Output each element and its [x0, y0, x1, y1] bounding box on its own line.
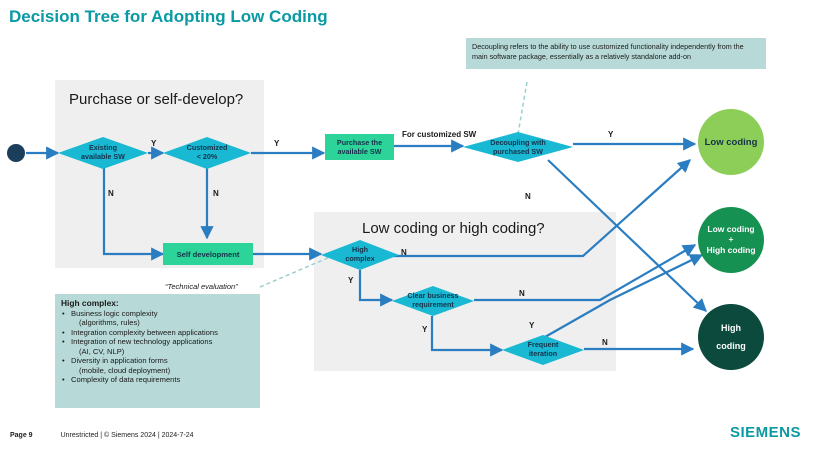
legend-item: Diversity in application forms(mobile, c…	[61, 356, 254, 375]
svg-text:requirement: requirement	[412, 300, 454, 309]
legend-item: Integration of new technology applicatio…	[61, 337, 254, 356]
svg-text:+: +	[729, 234, 734, 244]
decision-decoupling: Decoupling with purchased SW	[463, 132, 573, 162]
edge-label-n: N	[108, 189, 114, 198]
svg-text:Self development: Self development	[177, 250, 240, 259]
page-title: Decision Tree for Adopting Low Coding	[9, 7, 328, 26]
svg-text:Decoupling with: Decoupling with	[490, 138, 546, 147]
edge-highcomplex-low	[390, 159, 691, 258]
technical-evaluation-label: “Technical evaluation”	[165, 282, 238, 291]
svg-text:Existing: Existing	[89, 143, 117, 152]
svg-text:complex: complex	[345, 254, 374, 263]
siemens-logo: SIEMENS	[730, 424, 802, 441]
legend-item: Business logic complexity(algorithms, ru…	[61, 309, 254, 328]
tech-eval-connector	[259, 256, 331, 288]
edge-label-n: N	[602, 338, 608, 347]
svg-text:High: High	[352, 245, 368, 254]
svg-text:purchased SW: purchased SW	[493, 147, 543, 156]
svg-text:available SW: available SW	[338, 147, 382, 156]
svg-text:available SW: available SW	[81, 152, 125, 161]
edge-label-y: Y	[608, 130, 614, 139]
edge-highcomplex-clear	[358, 270, 394, 307]
decision-high-complex: High complex	[321, 240, 399, 270]
svg-text:Customized: Customized	[187, 143, 228, 152]
legend-item: Complexity of data requirements	[61, 375, 254, 385]
edge-label-n: N	[525, 192, 531, 201]
legend-heading: High complex:	[61, 298, 119, 308]
region-purchase-label: Purchase or self-develop?	[69, 91, 243, 108]
action-purchase-sw: Purchase the available SW	[325, 134, 394, 160]
edge-label-y: Y	[348, 276, 354, 285]
svg-text:Low coding: Low coding	[707, 224, 754, 234]
edge-label-n: N	[519, 289, 525, 298]
outcome-high-coding: High coding	[698, 304, 764, 370]
edge-label-for-customized: For customized SW	[402, 130, 477, 139]
edge-label-n: N	[213, 189, 219, 198]
decision-frequent-iteration: Frequent iteration	[502, 335, 584, 365]
edge-clear-mixed	[474, 244, 697, 302]
svg-text:High: High	[721, 323, 741, 333]
action-self-development: Self development	[163, 243, 253, 265]
edge-label-y: Y	[274, 139, 280, 148]
high-complex-legend: High complex: Business logic complexity(…	[55, 294, 260, 408]
svg-text:Clear business: Clear business	[407, 291, 458, 300]
decision-customized: Customized < 20%	[163, 137, 251, 169]
region-purchase	[55, 80, 264, 268]
svg-text:iteration: iteration	[529, 349, 557, 358]
decision-clear-requirement: Clear business requirement	[392, 286, 474, 316]
outcome-low-high-coding: Low coding + High coding	[698, 207, 764, 273]
footer: Page 9 Unrestricted | © Siemens 2024 | 20…	[10, 432, 194, 439]
start-node	[7, 144, 25, 162]
edge-existing-selfdev	[102, 166, 165, 261]
region-coding-label: Low coding or high coding?	[362, 220, 545, 237]
decoupling-note: Decoupling refers to the ability to use …	[466, 38, 766, 69]
svg-text:< 20%: < 20%	[197, 152, 218, 161]
edge-label-y: Y	[151, 139, 157, 148]
edge-label-y: Y	[529, 321, 535, 330]
note-connector	[517, 81, 528, 135]
page-number: Page 9	[10, 432, 33, 439]
footer-info: Unrestricted | © Siemens 2024 | 2024-7-2…	[60, 432, 194, 439]
svg-text:Frequent: Frequent	[528, 340, 559, 349]
svg-text:Low coding: Low coding	[705, 137, 758, 148]
edge-label-n: N	[401, 248, 407, 257]
svg-text:High coding: High coding	[706, 245, 755, 255]
edge-decoupling-high	[547, 159, 707, 312]
decision-existing-sw: Existing available SW	[58, 137, 148, 169]
edge-clear-frequent	[430, 316, 504, 357]
edge-frequent-mixed	[544, 254, 704, 338]
edge-label-y: Y	[422, 325, 428, 334]
svg-text:coding: coding	[716, 341, 746, 351]
svg-text:Purchase the: Purchase the	[337, 138, 382, 147]
legend-item: Integration complexity between applicati…	[61, 328, 254, 338]
outcome-low-coding: Low coding	[698, 109, 764, 175]
